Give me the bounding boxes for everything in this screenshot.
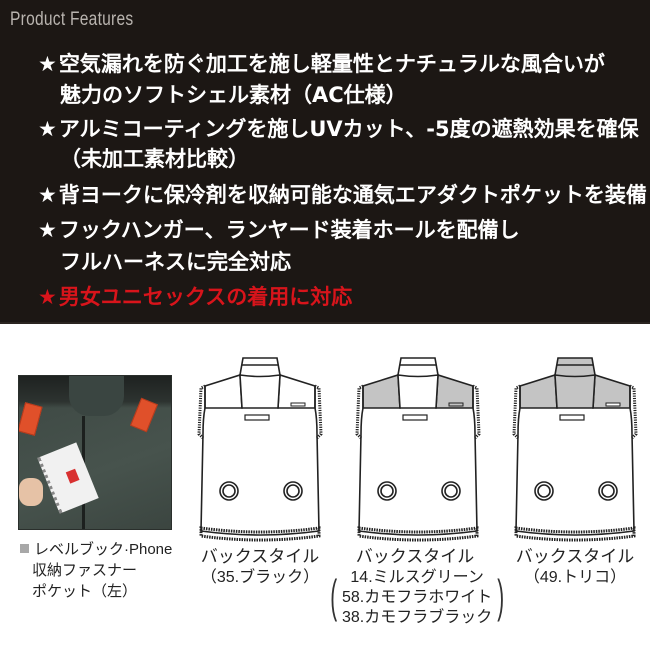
photo-caption: レベルブック·Phone 収納ファスナー ポケット（左） bbox=[20, 539, 172, 602]
style-label: バックスタイル bbox=[355, 547, 475, 566]
feature-2-line-1: ★アルミコーティングを施しUVカット、-5度の遮熱効果を確保 bbox=[38, 117, 639, 141]
vest-caption-2: バックスタイル ( 14.ミルスグリーン 58.カモフラホワイト 38.カモフラ… bbox=[330, 546, 504, 628]
section-title: Product Features bbox=[10, 9, 134, 30]
vest-back-diagram-icon bbox=[512, 357, 638, 542]
square-bullet-icon bbox=[20, 544, 29, 553]
color-label: （35.ブラック） bbox=[200, 569, 320, 586]
feature-1-line-2: 魅力のソフトシェル素材（AC仕様） bbox=[60, 83, 407, 107]
jacket-pocket-photo bbox=[18, 375, 172, 530]
star-icon: ★ bbox=[38, 117, 57, 141]
color-label: 14.ミルスグリーン bbox=[350, 569, 484, 586]
vest-back-tricolor bbox=[510, 356, 640, 546]
style-label: バックスタイル bbox=[200, 547, 320, 566]
feature-5-unisex: ★男女ユニセックスの着用に対応 bbox=[38, 285, 353, 309]
star-icon: ★ bbox=[38, 285, 57, 309]
color-label: 58.カモフラホワイト bbox=[342, 589, 493, 606]
color-label: 38.カモフラブラック bbox=[342, 609, 493, 626]
vest-caption-1: バックスタイル （35.ブラック） bbox=[198, 546, 322, 588]
feature-3-line-1: ★背ヨークに保冷剤を収納可能な通気エアダクトポケットを装備 bbox=[38, 183, 647, 207]
hand bbox=[19, 478, 43, 506]
left-paren: ( bbox=[330, 570, 338, 622]
feature-2-line-2: （未加工素材比較） bbox=[60, 147, 249, 171]
color-label: （49.トリコ） bbox=[523, 569, 627, 586]
right-paren: ) bbox=[497, 570, 505, 622]
star-icon: ★ bbox=[38, 218, 57, 242]
style-label: バックスタイル bbox=[515, 547, 635, 566]
feature-4-line-1: ★フックハンガー、ランヤード装着ホールを配備し bbox=[38, 218, 520, 242]
feature-1-line-1: ★空気漏れを防ぐ加工を施し軽量性とナチュラルな風合いが bbox=[38, 52, 605, 76]
star-icon: ★ bbox=[38, 52, 57, 76]
star-icon: ★ bbox=[38, 183, 57, 207]
vest-caption-3: バックスタイル （49.トリコ） bbox=[508, 546, 642, 588]
color-list: ( 14.ミルスグリーン 58.カモフラホワイト 38.カモフラブラック ) bbox=[330, 568, 504, 628]
vest-back-green-camo bbox=[353, 356, 483, 546]
vest-back-diagram-icon bbox=[197, 357, 323, 542]
product-features-band: Product Features ★空気漏れを防ぐ加工を施し軽量性とナチュラルな… bbox=[0, 0, 650, 324]
vest-back-diagram-icon bbox=[355, 357, 481, 542]
vest-back-black bbox=[195, 356, 325, 546]
feature-4-line-2: フルハーネスに完全対応 bbox=[60, 250, 291, 274]
